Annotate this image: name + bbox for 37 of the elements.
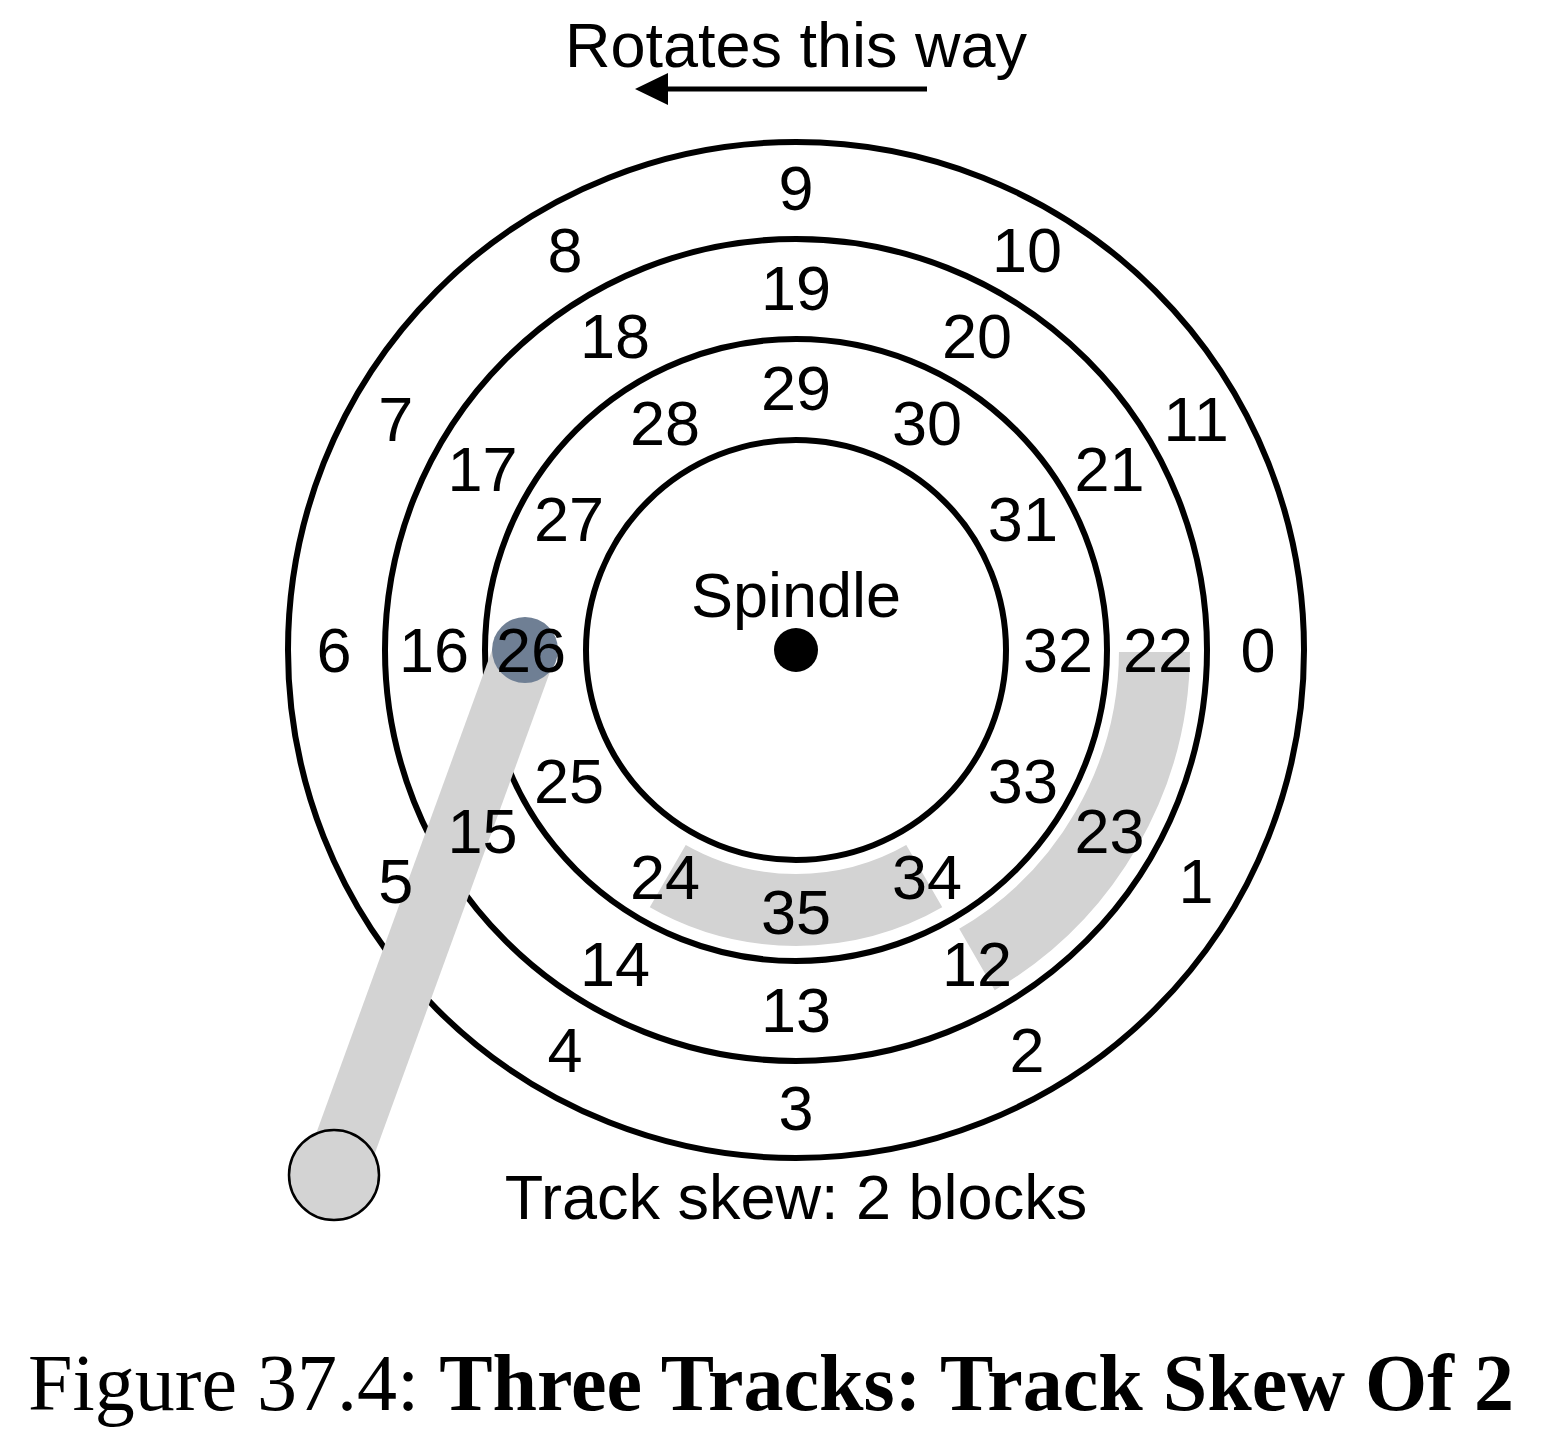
sector-number: 19 <box>760 256 832 320</box>
sector-number: 8 <box>547 218 583 282</box>
sector-number: 23 <box>1074 799 1145 863</box>
sector-number: 22 <box>1122 618 1194 682</box>
figure-caption: Figure 37.4: Three Tracks: Track Skew Of 2 <box>28 1338 1514 1429</box>
sector-number: 5 <box>378 849 414 913</box>
sector-number: 24 <box>629 845 701 909</box>
sector-number: 15 <box>447 799 518 863</box>
sector-number: 29 <box>760 356 832 420</box>
skew-note: Track skew: 2 blocks <box>504 1165 1088 1229</box>
sector-number: 25 <box>534 749 605 813</box>
sector-number: 11 <box>1163 387 1229 451</box>
sector-number: 21 <box>1074 437 1145 501</box>
sector-number: 27 <box>534 487 605 551</box>
sector-number: 2 <box>1009 1018 1045 1082</box>
sector-number: 30 <box>891 391 963 455</box>
sector-number: 3 <box>778 1076 814 1140</box>
sector-number: 33 <box>987 749 1058 813</box>
sector-number: 18 <box>579 305 651 368</box>
sector-number: 9 <box>778 156 814 220</box>
sector-number: 16 <box>398 618 470 682</box>
sector-number: 13 <box>760 978 832 1042</box>
sector-number: 1 <box>1178 849 1214 913</box>
sector-number: 0 <box>1240 618 1276 682</box>
sector-number: 10 <box>991 218 1063 282</box>
sector-number: 20 <box>941 305 1013 368</box>
sector-number: 14 <box>579 932 651 995</box>
sector-number: 34 <box>891 845 963 909</box>
sector-number: 12 <box>941 932 1013 995</box>
sector-number: 28 <box>629 391 701 455</box>
sector-number: 7 <box>378 387 414 451</box>
sector-number: 35 <box>760 880 832 944</box>
sector-number: 4 <box>547 1018 583 1082</box>
sector-number: 31 <box>987 487 1058 551</box>
sector-number: 17 <box>447 437 518 501</box>
sector-number: 32 <box>1022 618 1094 682</box>
sector-number: 6 <box>316 618 352 682</box>
